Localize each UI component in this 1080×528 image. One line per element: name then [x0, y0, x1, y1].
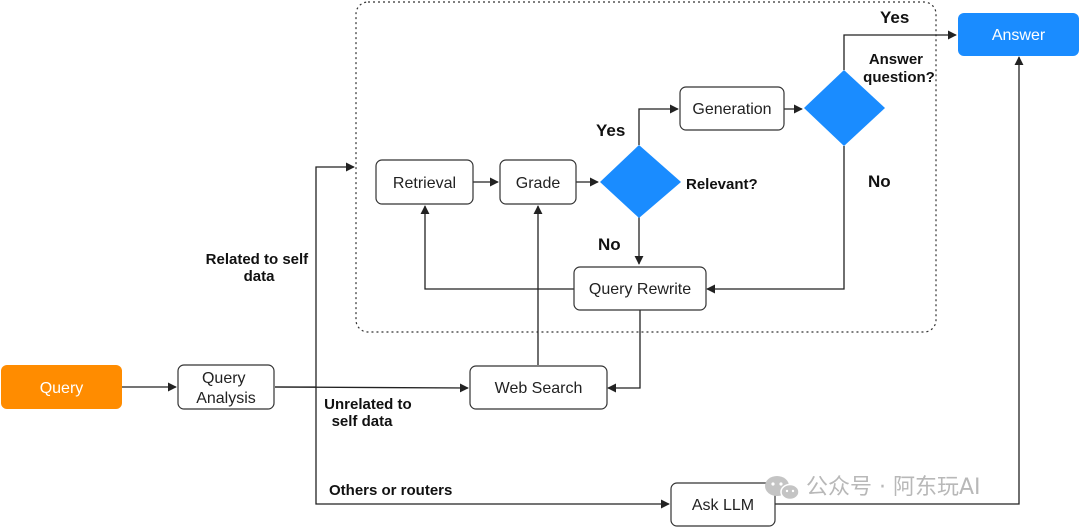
- query-rewrite-label: Query Rewrite: [589, 281, 691, 298]
- edge-analysis-to-container: [275, 162, 355, 388]
- svg-text:Answer question?: Answer question?: [863, 51, 935, 86]
- unrelated-label-line1: Unrelated to: [324, 396, 412, 413]
- svg-text:Related to self data: Related to self data: [206, 251, 313, 285]
- ask-llm-node: Ask LLM: [670, 482, 776, 527]
- grade-label: Grade: [516, 175, 561, 192]
- edge-rewrite-to-websearch: [607, 310, 641, 393]
- generation-node: Generation: [679, 86, 785, 131]
- retrieval-node: Retrieval: [375, 159, 474, 205]
- query-rewrite-node: Query Rewrite: [573, 266, 707, 311]
- answer-label: Answer: [992, 27, 1046, 44]
- query-analysis-label-line2: Analysis: [196, 390, 256, 407]
- related-label-line2: data: [244, 268, 276, 285]
- grade-node: Grade: [499, 159, 577, 205]
- answer-question-label-line2: question?: [863, 69, 935, 86]
- query-analysis-label-line1: Query: [202, 370, 246, 387]
- relevant-label: Relevant?: [686, 176, 758, 193]
- edge-rewrite-to-retrieval: [420, 205, 574, 290]
- wechat-icon: [765, 476, 800, 501]
- relevant-no-label: No: [598, 235, 621, 254]
- watermark-text: 公众号 · 阿东玩AI: [806, 475, 981, 500]
- relevant-yes-label: Yes: [596, 121, 625, 140]
- query-node: Query: [1, 365, 122, 409]
- query-analysis-node: Query Analysis: [177, 364, 275, 410]
- answer-yes-label: Yes: [880, 8, 909, 27]
- edges: [122, 30, 1024, 509]
- watermark: 公众号 · 阿东玩AI: [765, 475, 981, 501]
- svg-text:Query Analysis: Query Analysis: [196, 370, 256, 407]
- edge-answerq-to-answer: [843, 30, 957, 70]
- related-label-line1: Related to self: [206, 251, 310, 268]
- answer-node: Answer: [958, 13, 1079, 56]
- edge-analysis-to-askllm: [315, 387, 670, 509]
- relevant-decision: [600, 145, 681, 218]
- edge-askllm-to-answer: [775, 56, 1024, 505]
- answer-question-decision: [804, 70, 885, 146]
- others-label: Others or routers: [329, 482, 452, 499]
- query-label: Query: [40, 380, 84, 397]
- retrieval-label: Retrieval: [393, 175, 456, 192]
- ask-llm-label: Ask LLM: [692, 497, 754, 514]
- generation-label: Generation: [692, 101, 771, 118]
- edge-answerq-to-rewrite: [706, 146, 845, 294]
- edge-relevant-to-generation: [638, 104, 679, 145]
- answer-no-label: No: [868, 172, 891, 191]
- web-search-node: Web Search: [469, 365, 608, 410]
- web-search-label: Web Search: [495, 380, 583, 397]
- svg-text:Unrelated to self data: Unrelated to self data: [324, 396, 416, 430]
- unrelated-label-line2: self data: [332, 413, 394, 430]
- answer-question-label-line1: Answer: [869, 51, 923, 68]
